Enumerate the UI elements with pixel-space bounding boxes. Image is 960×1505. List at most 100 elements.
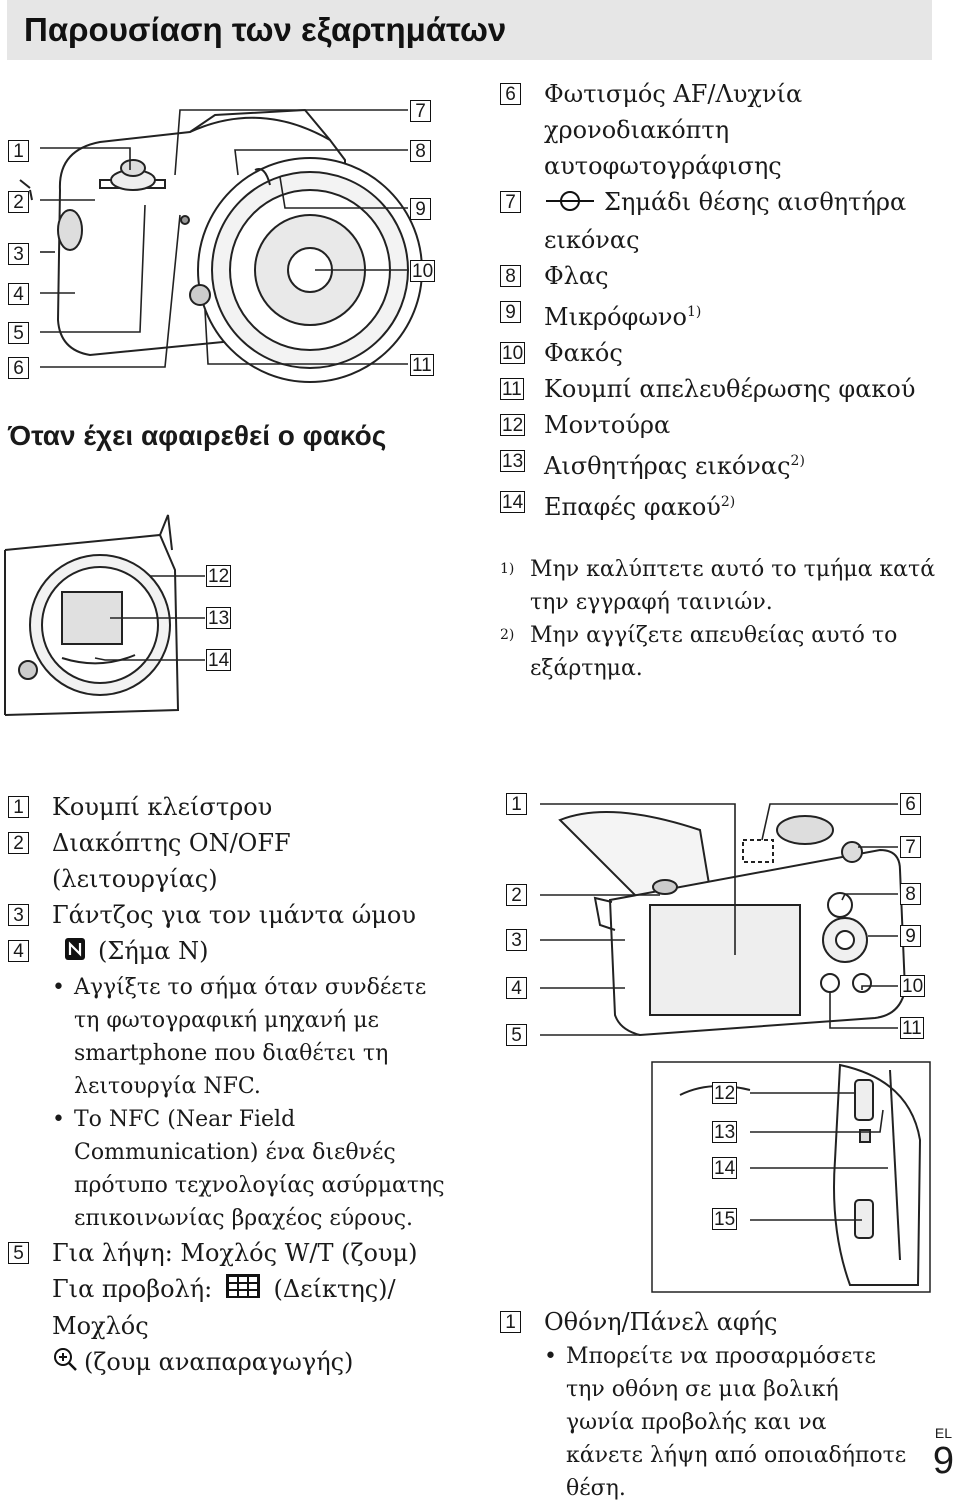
callout-1: 1 bbox=[8, 140, 29, 162]
footnote-ref: 2) bbox=[720, 493, 736, 510]
item-text-part: Για προβολή: bbox=[52, 1274, 213, 1303]
footnote-text: Μην αγγίζετε απευθείας αυτό το εξάρτημα. bbox=[530, 623, 898, 681]
callout-13: 13 bbox=[206, 607, 232, 629]
footnote-text: Μην καλύπτετε αυτό το τμήμα κατά την εγγ… bbox=[530, 557, 936, 615]
item-text: Γάντζος για τον ιμάντα ώμου bbox=[52, 901, 416, 929]
item-text: Κουμπί κλείστρου bbox=[52, 793, 273, 821]
item-text: Διακόπτης ON/OFF (λειτουργίας) bbox=[52, 829, 291, 893]
sensor-position-icon bbox=[544, 186, 596, 222]
list-item: 6 Φωτισμός AF/Λυχνία χρονοδιακόπτη αυτοφ… bbox=[500, 76, 930, 184]
footnote-mark: 1) bbox=[500, 561, 515, 577]
parts-list-left: 1 Κουμπί κλείστρου 2 Διακόπτης ON/OFF (λ… bbox=[8, 789, 463, 1382]
camera-back-figure: 1 2 3 4 5 6 7 8 9 10 11 bbox=[500, 790, 932, 1060]
index-grid-icon bbox=[225, 1272, 260, 1308]
callout-14: 14 bbox=[206, 649, 232, 671]
callout-1: 1 bbox=[506, 793, 527, 815]
list-item: 9 Μικρόφωνο1) bbox=[500, 294, 930, 335]
list-item: 8 Φλας bbox=[500, 258, 930, 294]
item-text: Φακός bbox=[544, 338, 623, 367]
bullet-list: Αγγίξτε το σήμα όταν συνδέετε τη φωτογρα… bbox=[8, 971, 452, 1235]
footnote: 1) Μην καλύπτετε αυτό το τμήμα κατά την … bbox=[500, 553, 940, 619]
parts-list-right: 6 Φωτισμός AF/Λυχνία χρονοδιακόπτη αυτοφ… bbox=[500, 76, 930, 525]
camera-side-drawing bbox=[651, 1061, 931, 1293]
item-text-line: Για προβολή: (Δείκτης)/ bbox=[52, 1271, 463, 1309]
item-number: 14 bbox=[500, 490, 526, 513]
item-text: Οθόνη/Πάνελ αφής bbox=[544, 1308, 778, 1336]
callout-6: 6 bbox=[900, 793, 921, 815]
callout-9: 9 bbox=[410, 198, 431, 220]
list-item: 1 Κουμπί κλείστρου bbox=[8, 789, 463, 825]
callout-5: 5 bbox=[8, 322, 29, 344]
callout-7: 7 bbox=[410, 100, 431, 122]
language-code: EL bbox=[934, 1425, 952, 1441]
item-text: Μικρόφωνο bbox=[544, 302, 687, 331]
callout-10: 10 bbox=[900, 975, 926, 997]
item-number: 13 bbox=[500, 449, 526, 472]
item-number: 7 bbox=[500, 191, 521, 213]
item-number: 6 bbox=[500, 83, 521, 105]
callout-6: 6 bbox=[8, 357, 29, 379]
item-text-part: (ζουμ αναπαραγωγής) bbox=[84, 1348, 354, 1376]
item-number: 2 bbox=[8, 832, 29, 854]
callout-12: 12 bbox=[206, 565, 232, 587]
callout-11: 11 bbox=[900, 1017, 924, 1039]
page-title: Παρουσίαση των εξαρτημάτων bbox=[24, 11, 507, 48]
title-banner: Παρουσίαση των εξαρτημάτων bbox=[7, 0, 932, 60]
item-text: Επαφές φακού bbox=[544, 492, 721, 521]
callout-5: 5 bbox=[506, 1024, 527, 1046]
footnote-ref: 1) bbox=[686, 303, 702, 320]
item-text: Μοντούρα bbox=[544, 410, 671, 439]
list-item: 5 Για λήψη: Μοχλός W/T (ζουμ) Για προβολ… bbox=[8, 1235, 463, 1382]
playback-zoom-icon bbox=[52, 1346, 78, 1382]
bullet-item: Αγγίξτε το σήμα όταν συνδέετε τη φωτογρα… bbox=[52, 971, 452, 1103]
callout-12: 12 bbox=[712, 1082, 738, 1104]
item-number: 11 bbox=[500, 377, 524, 400]
bullet-list: Μπορείτε να προσαρμόσετε την οθόνη σε μι… bbox=[500, 1340, 910, 1505]
list-item: 7 Σημάδι θέσης αισθητήρα εικόνας bbox=[500, 184, 930, 258]
item-text: Για λήψη: Μοχλός W/T (ζουμ) bbox=[52, 1238, 418, 1267]
n-mark-icon bbox=[64, 935, 86, 971]
callout-14: 14 bbox=[712, 1157, 738, 1179]
item-text: Φλας bbox=[544, 261, 609, 290]
callout-3: 3 bbox=[8, 243, 29, 265]
callout-3: 3 bbox=[506, 929, 527, 951]
camera-front-drawing bbox=[19, 108, 423, 383]
item-number: 9 bbox=[500, 300, 521, 323]
item-number: 1 bbox=[8, 796, 29, 818]
item-text-line: (ζουμ αναπαραγωγής) bbox=[52, 1344, 463, 1382]
callout-11: 11 bbox=[410, 354, 434, 376]
camera-back-drawing bbox=[540, 803, 907, 1037]
item-text-part: (Δείκτης)/ bbox=[273, 1274, 396, 1303]
lens-mount-figure: 12 13 14 bbox=[0, 510, 250, 720]
item-text: Μοχλός bbox=[52, 1312, 149, 1340]
item-number: 4 bbox=[8, 940, 29, 962]
monitor-description: 1 Οθόνη/Πάνελ αφής Μπορείτε να προσαρμόσ… bbox=[500, 1304, 910, 1505]
list-item: 4 (Σήμα N) bbox=[8, 933, 463, 971]
item-text: Σημάδι θέσης αισθητήρα εικόνας bbox=[544, 188, 907, 254]
item-number: 5 bbox=[8, 1241, 29, 1264]
list-item: 10 Φακός bbox=[500, 335, 930, 371]
bullet-item: Το NFC (Near Field Communication) ένα δι… bbox=[52, 1103, 452, 1235]
lens-mount-drawing bbox=[4, 514, 205, 716]
list-item: 13 Αισθητήρας εικόνας2) bbox=[500, 443, 930, 484]
callout-2: 2 bbox=[506, 884, 527, 906]
list-item: 11 Κουμπί απελευθέρωσης φακού bbox=[500, 371, 930, 407]
item-text: Κουμπί απελευθέρωσης φακού bbox=[544, 374, 916, 403]
footnote-ref: 2) bbox=[790, 452, 805, 469]
list-item: 12 Μοντούρα bbox=[500, 407, 930, 443]
callout-13: 13 bbox=[712, 1121, 738, 1143]
footnote: 2) Μην αγγίζετε απευθείας αυτό το εξάρτη… bbox=[500, 619, 940, 685]
camera-front-figure: 1 2 3 4 5 6 7 8 9 10 11 bbox=[0, 80, 460, 400]
callout-2: 2 bbox=[8, 191, 29, 213]
callout-15: 15 bbox=[712, 1208, 738, 1230]
footnote-mark: 2) bbox=[500, 627, 515, 643]
callout-8: 8 bbox=[900, 883, 921, 905]
item-number: 1 bbox=[500, 1311, 521, 1333]
item-number: 12 bbox=[500, 413, 526, 436]
callout-7: 7 bbox=[900, 836, 921, 858]
callout-10: 10 bbox=[410, 260, 436, 282]
callout-4: 4 bbox=[8, 283, 29, 305]
page-number: 9 bbox=[932, 1440, 954, 1482]
subheading: Όταν έχει αφαιρεθεί ο φακός bbox=[8, 420, 387, 451]
callout-9: 9 bbox=[900, 925, 921, 947]
